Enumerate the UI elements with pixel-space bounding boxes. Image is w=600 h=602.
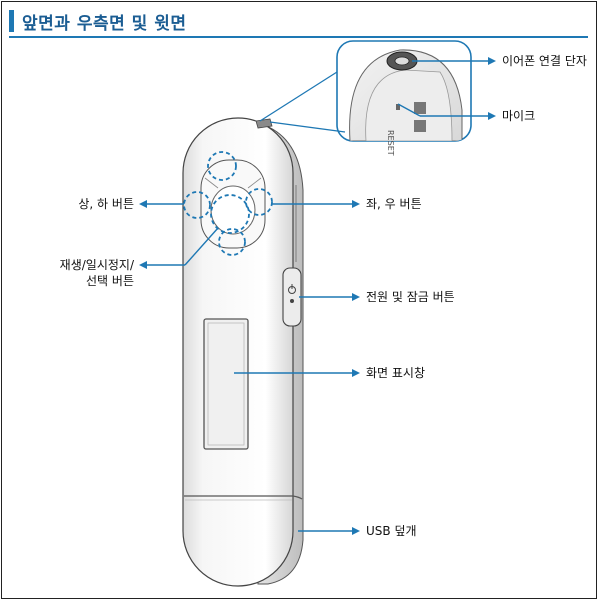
button-highlights (183, 151, 273, 256)
center-button-highlight (210, 194, 250, 234)
down-button-highlight (218, 228, 246, 256)
up-button-highlight (207, 151, 237, 181)
callout-lines (139, 57, 496, 535)
display-window (203, 318, 249, 450)
callout-earphone-jack: 이어폰 연결 단자 (502, 54, 587, 68)
title-underline (9, 36, 588, 38)
callout-left-right-button: 좌, 우 버튼 (366, 197, 422, 211)
page-title: 앞면과 우측면 및 윗면 (22, 13, 187, 34)
zoom-detail (336, 40, 472, 142)
callout-play-pause-line2: 선택 버튼 (86, 274, 134, 288)
callout-up-down-button: 상, 하 버튼 (78, 197, 134, 211)
callout-play-pause-line1: 재생/일시정지/ (59, 258, 134, 272)
keypad (200, 159, 266, 249)
section-header: 앞면과 우측면 및 윗면 (9, 10, 187, 34)
left-button-highlight (183, 191, 211, 219)
callout-display-screen: 화면 표시창 (366, 366, 426, 380)
power-lock-switch (282, 267, 302, 327)
callout-microphone: 마이크 (502, 109, 536, 123)
usb-cover-seam (184, 495, 303, 500)
callout-usb-cover: USB 덮개 (366, 524, 417, 538)
callout-power-lock-button: 전원 및 잠금 버튼 (366, 290, 455, 304)
device-top-cap (255, 118, 273, 129)
zoom-connector-bottom (269, 121, 346, 133)
reset-label: RESET (386, 130, 395, 156)
right-button-highlight (245, 188, 273, 216)
zoom-connector-top (259, 71, 338, 122)
display-inner-edge (207, 322, 245, 446)
title-accent-bar (9, 10, 14, 32)
